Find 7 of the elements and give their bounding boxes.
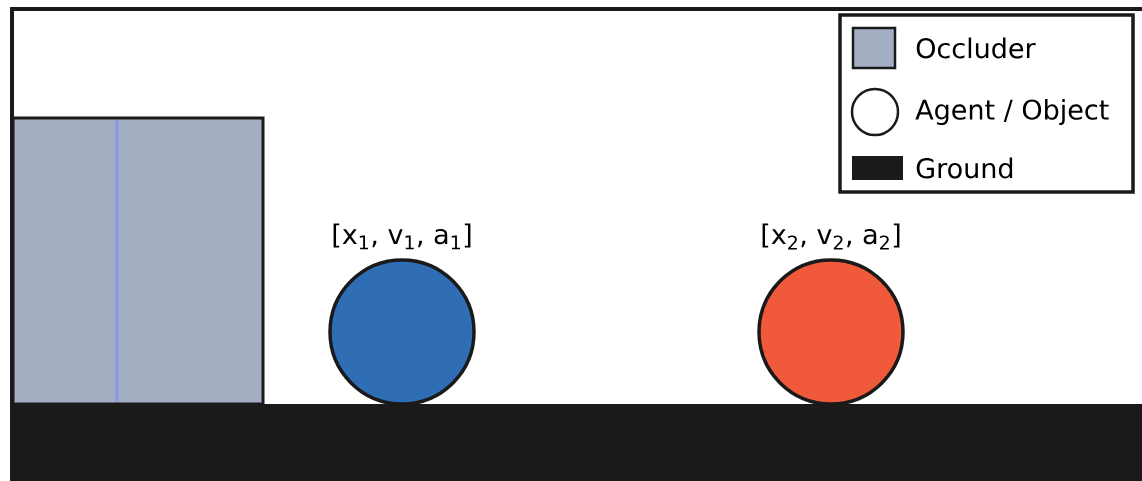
legend-label: Ground — [916, 157, 1013, 179]
occluder-box — [11, 116, 265, 406]
state-label: [x$_{2}$, v$_{2}$, a$_{2}$] — [762, 223, 900, 250]
legend-label: Occluder — [916, 37, 1036, 59]
state-label: [x$_{1}$, v$_{1}$, a$_{1}$] — [333, 223, 471, 250]
ground-bar — [13, 404, 1142, 481]
legend-label: Agent / Object — [915, 98, 1109, 126]
